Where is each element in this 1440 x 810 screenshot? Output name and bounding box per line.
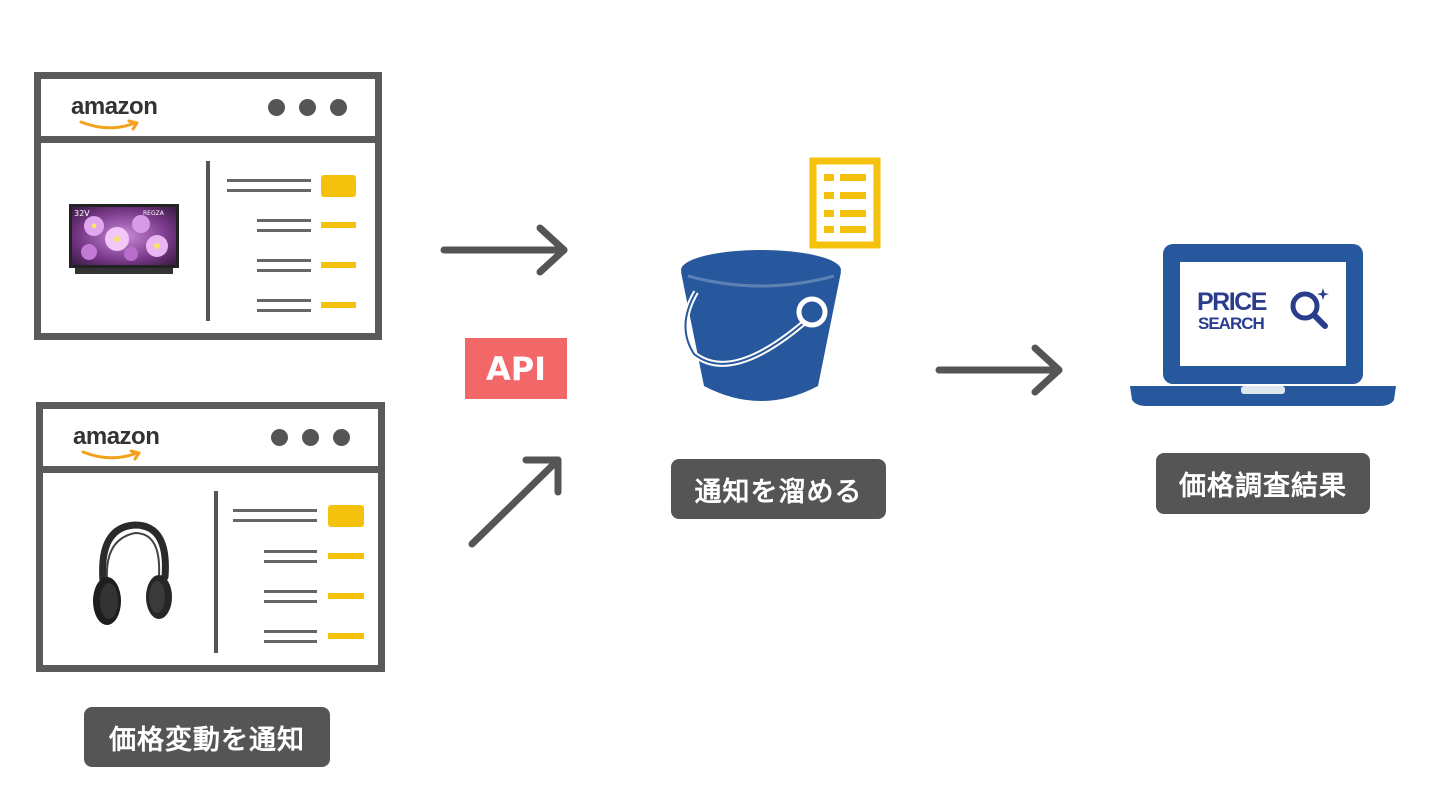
arrow-diagonal-icon	[468, 456, 562, 548]
window-menu-dots[interactable]	[271, 429, 350, 446]
dot-icon	[271, 429, 288, 446]
window-menu-dots[interactable]	[268, 99, 347, 116]
detail-line	[257, 269, 311, 272]
price-search-line1: PRICE	[1197, 288, 1267, 316]
tv-product-image: 32V REGZA	[69, 204, 179, 274]
magnifier-icon	[1290, 288, 1329, 329]
price-bar	[321, 222, 356, 228]
amazon-smile-icon	[81, 449, 141, 461]
price-bar	[321, 262, 356, 268]
price-search-line2: SEARCH	[1198, 314, 1265, 333]
arrow-right-icon	[440, 224, 568, 276]
buy-button[interactable]	[328, 505, 364, 527]
browser-window-top: amazon 32V REGZA	[34, 72, 382, 340]
list-document-icon	[809, 157, 881, 249]
content-divider	[206, 161, 210, 321]
amazon-logo: amazon	[71, 93, 158, 120]
buy-button[interactable]	[321, 175, 356, 197]
result-label: 価格調査結果	[1156, 453, 1370, 514]
notify-label: 価格変動を通知	[84, 707, 330, 767]
dot-icon	[302, 429, 319, 446]
dot-icon	[333, 429, 350, 446]
price-bar	[328, 553, 364, 559]
bucket-icon	[681, 250, 841, 401]
dot-icon	[268, 99, 285, 116]
price-bar	[328, 633, 364, 639]
browser-window-bottom: amazon	[36, 402, 385, 672]
detail-line	[257, 259, 311, 262]
title-line	[233, 509, 317, 512]
browser-header: amazon	[41, 79, 375, 143]
content-divider	[214, 491, 218, 653]
detail-line	[257, 229, 311, 232]
price-search-logo: PRICE SEARCH	[1197, 288, 1337, 340]
detail-line	[257, 309, 311, 312]
price-bar	[328, 593, 364, 599]
detail-line	[264, 560, 317, 563]
detail-line	[264, 590, 317, 593]
arrow-right-icon	[935, 344, 1063, 396]
detail-line	[264, 550, 317, 553]
title-line	[233, 519, 317, 522]
detail-line	[264, 630, 317, 633]
dot-icon	[330, 99, 347, 116]
title-line	[227, 179, 311, 182]
laptop-icon	[1130, 244, 1396, 406]
detail-line	[264, 600, 317, 603]
price-bar	[321, 302, 356, 308]
tv-brand-text: REGZA	[143, 210, 165, 217]
api-badge: API	[465, 338, 567, 399]
detail-line	[264, 640, 317, 643]
store-label: 通知を溜める	[671, 459, 886, 519]
detail-line	[257, 299, 311, 302]
title-line	[227, 189, 311, 192]
headphones-product-image	[93, 521, 172, 625]
amazon-smile-icon	[79, 119, 139, 131]
tv-size-text: 32V	[74, 209, 90, 218]
browser-header: amazon	[43, 409, 378, 473]
dot-icon	[299, 99, 316, 116]
detail-line	[257, 219, 311, 222]
amazon-logo: amazon	[73, 423, 160, 450]
